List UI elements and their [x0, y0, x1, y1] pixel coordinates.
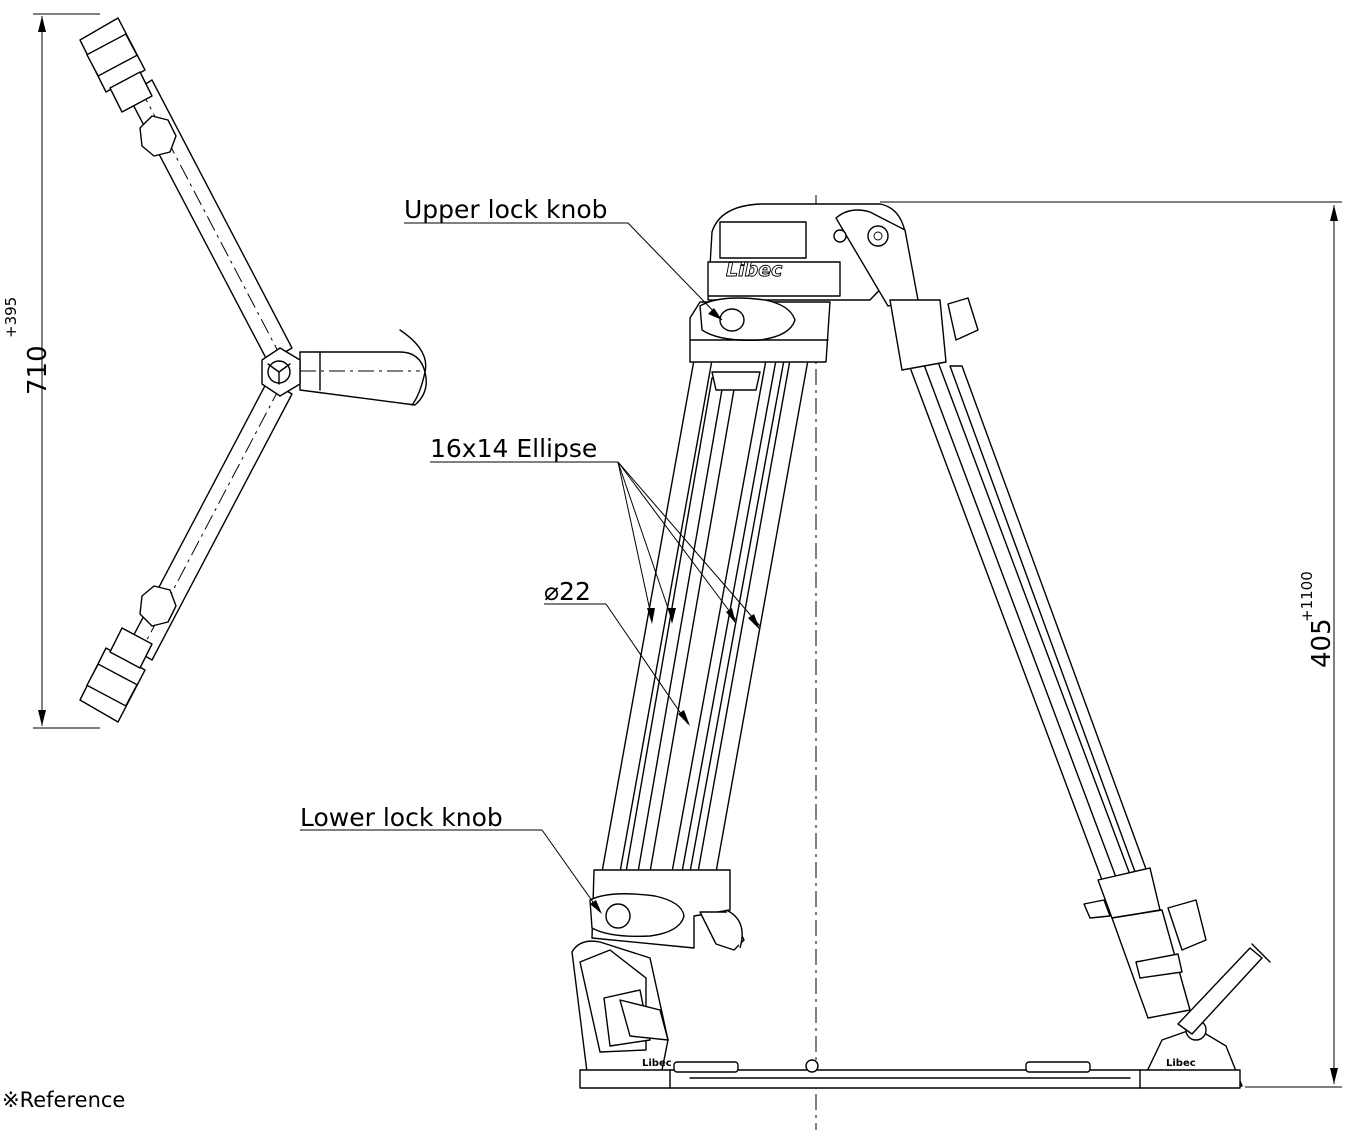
reference-note: ※Reference [2, 1088, 125, 1112]
height-dimension-superscript: +1100 [1298, 571, 1316, 622]
lower-lock-knob-label: Lower lock knob [300, 803, 503, 832]
left-foot-logo: Libec [642, 1058, 672, 1069]
upper-clamp [689, 297, 831, 363]
spreader-arm-lower [79, 379, 293, 723]
top-view: 710 +395 [2, 13, 427, 729]
lower-clamp [589, 869, 745, 951]
leader-lines [300, 222, 761, 914]
head-logo: Libec [726, 259, 783, 281]
spread-dimension-line [33, 13, 100, 729]
spreader-arm-right [299, 329, 427, 406]
ground-spreader [579, 1059, 1241, 1089]
spread-dimension-value: 710 [23, 345, 53, 395]
rear-leg-tubes [907, 361, 1151, 881]
spreader-center-hub [261, 347, 301, 397]
spread-dimension-superscript: +395 [2, 297, 20, 338]
spreader-arm-upper [79, 17, 293, 363]
side-view: 405 +1100 Libec [300, 195, 1342, 1130]
right-foot-logo: Libec [1166, 1058, 1196, 1069]
upper-lock-knob-label: Upper lock knob [404, 195, 608, 224]
diameter-label: ⌀22 [544, 577, 591, 606]
height-dimension-line [880, 201, 1342, 1088]
height-dimension-value: 405 [1307, 618, 1337, 668]
front-leg-tubes [601, 359, 809, 873]
rear-leg-clamp [1083, 867, 1207, 1019]
ellipse-label: 16x14 Ellipse [430, 434, 597, 463]
left-foot: Libec [571, 940, 672, 1081]
top-casting: Libec [707, 203, 979, 371]
